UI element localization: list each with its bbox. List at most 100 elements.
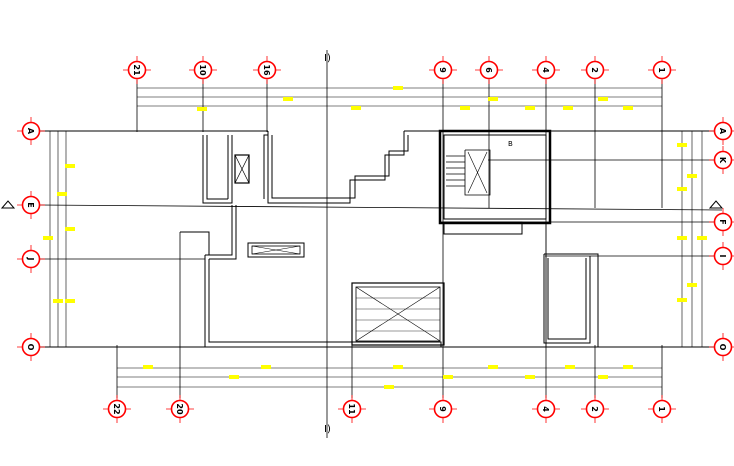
grid-bubble-bot-20: 20: [166, 395, 194, 423]
bubble-circle: [713, 337, 733, 357]
bubble-circle: [342, 399, 362, 419]
section-marker-bottom: I): [324, 424, 331, 435]
grid-bubble-right-F: F: [709, 208, 734, 236]
bubble-circle: [713, 212, 733, 232]
dimension-text-marker: [677, 236, 687, 240]
wall: [205, 205, 233, 256]
bubble-circle: [713, 121, 733, 141]
stair-section-symbol: B: [508, 140, 513, 148]
bubble-label: I: [718, 255, 727, 258]
bubble-circle: [21, 121, 41, 141]
bubble-label: 20: [175, 403, 184, 415]
dimension-text-marker: [393, 365, 403, 369]
grid-bubble-bot-11: 11: [338, 395, 366, 423]
bubble-label: 9: [438, 406, 447, 412]
grid-bubble-left-A: A: [17, 117, 45, 145]
dimension-text-marker: [687, 283, 697, 287]
grid-bubble-bot-1: 1: [648, 395, 676, 423]
bubble-label: 2: [590, 406, 599, 412]
grid-bubble-top-1: 1: [648, 56, 676, 84]
grid-bubble-top-9: 9: [429, 56, 457, 84]
bubble-circle: [479, 60, 499, 80]
dimension-text-marker: [598, 375, 608, 379]
bubble-circle: [21, 249, 41, 269]
bubble-label: F: [718, 219, 727, 224]
dimension-text-marker: [57, 192, 67, 196]
bubble-label: 10: [198, 64, 207, 76]
shaft-cross: [234, 154, 250, 184]
direction-arrow-right: [708, 200, 724, 209]
grid-bubble-top-10: 10: [189, 56, 217, 84]
grid-bubble-left-J: J: [17, 245, 45, 273]
bubble-circle: [433, 60, 453, 80]
bubble-label: 11: [347, 403, 356, 415]
bubble-circle: [585, 60, 605, 80]
stair-core-wall: [438, 129, 552, 225]
dimension-text-marker: [525, 106, 535, 110]
wall: [180, 231, 210, 255]
bubble-label: 4: [541, 406, 550, 412]
dimension-text-marker: [623, 106, 633, 110]
wall-outlines: [0, 129, 724, 348]
bubble-circle: [652, 60, 672, 80]
bubble-circle: [433, 399, 453, 419]
opening-box-inner: [251, 245, 301, 255]
grid-bubble-right-O: O: [709, 333, 734, 361]
dimension-text-marker: [443, 375, 453, 379]
bubble-circle: [713, 150, 733, 170]
bubble-label: 1: [657, 67, 666, 73]
dimension-text-marker: [43, 236, 53, 240]
bubble-label: 21: [132, 64, 141, 76]
grid-bubble-bot-22: 22: [103, 395, 131, 423]
grid-bubble-right-A: A: [709, 117, 734, 145]
bubble-circle: [713, 246, 733, 266]
grid-bubble-right-I: I: [709, 242, 734, 270]
bubble-circle: [652, 399, 672, 419]
bubble-label: O: [718, 344, 727, 351]
grid-line-horizontal-E: [39, 204, 723, 211]
dimension-text-marker: [229, 375, 239, 379]
wall: [263, 134, 268, 199]
bubble-label: J: [26, 257, 35, 261]
shaft-box: [234, 154, 250, 184]
dimension-text-marker: [65, 164, 75, 168]
wall: [206, 135, 228, 200]
wall: [544, 253, 599, 347]
bubble-circle: [585, 399, 605, 419]
dimension-text-marker: [53, 299, 63, 303]
dimension-text-marker: [351, 106, 361, 110]
dimension-text-marker: [565, 365, 575, 369]
grid-bubble-top-6: 6: [475, 56, 503, 84]
grid-bubble-top-4: 4: [532, 56, 560, 84]
dimension-text-marker: [384, 385, 394, 389]
wall: [543, 254, 591, 344]
lower-shaft-inner: [355, 286, 441, 342]
lower-shaft-cross: [355, 286, 441, 342]
dimension-text-marker: [677, 143, 687, 147]
grid-bubble-top-21: 21: [123, 56, 151, 84]
bubble-label: 6: [484, 67, 493, 73]
wall: [267, 131, 405, 204]
bubble-circle: [257, 60, 277, 80]
wall: [208, 259, 442, 347]
grid-bubble-right-K: K: [709, 146, 734, 174]
grid-bubble-bot-2: 2: [581, 395, 609, 423]
dimension-text-marker: [677, 298, 687, 302]
bubble-label: 1: [657, 406, 666, 412]
bubble-circle: [536, 60, 556, 80]
bubble-circle: [536, 399, 556, 419]
bubble-label: A: [718, 128, 727, 135]
bubble-label: O: [26, 344, 35, 351]
dimension-text-marker: [488, 365, 498, 369]
dimension-text-marker: [261, 365, 271, 369]
grid-bubble-left-E: E: [17, 191, 45, 219]
dimension-text-marker: [143, 365, 153, 369]
bubble-label: 22: [112, 403, 121, 414]
bubble-label: 16: [262, 64, 271, 76]
bubble-label: K: [718, 157, 727, 164]
opening-cross: [251, 245, 301, 255]
grid-bubble-top-16: 16: [253, 56, 281, 84]
lower-shaft: [351, 282, 445, 346]
grid-bubble-top-2: 2: [581, 56, 609, 84]
